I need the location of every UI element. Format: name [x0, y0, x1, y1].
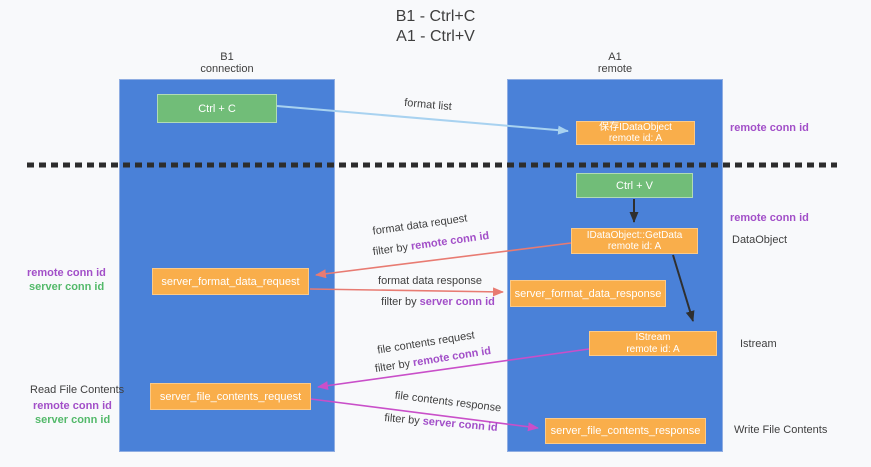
save-dataobject-node: 保存IDataObject remote id: A — [576, 121, 695, 145]
format-data-response-label: format data response — [378, 275, 482, 287]
format-data-response-arrow — [309, 287, 504, 297]
save-dataobject-line2: remote id: A — [608, 133, 663, 144]
server-format-data-response-label: server_format_data_response — [514, 287, 662, 300]
b1-column-name: B1 — [220, 51, 234, 63]
left-server-conn-id-mid: server conn id — [29, 281, 105, 293]
ctrl-v-label: Ctrl + V — [616, 179, 653, 192]
remote-conn-id-key: remote conn id — [410, 229, 490, 253]
ctrl-c-label: Ctrl + C — [198, 102, 236, 115]
right-write-file-contents-label: Write File Contents — [734, 424, 828, 436]
a1-column-subtitle: remote — [597, 63, 633, 75]
server-file-contents-response-label: server_file_contents_response — [550, 425, 701, 437]
format-data-response-filter-label: filter by server conn id — [358, 296, 518, 308]
server-conn-id-key: server conn id — [419, 296, 495, 308]
getdata-node: IDataObject::GetData remote id: A — [571, 228, 698, 254]
server-conn-id-key: server conn id — [422, 415, 499, 434]
server-file-contents-response-node: server_file_contents_response — [545, 418, 706, 444]
server-file-contents-request-label: server_file_contents_request — [159, 390, 302, 403]
server-format-data-response-node: server_format_data_response — [510, 280, 666, 307]
filter-by-text: filter by — [372, 240, 412, 259]
right-istream-label: Istream — [740, 338, 777, 350]
filter-by-text: filter by — [374, 357, 415, 376]
title-line-1: B1 - Ctrl+C — [395, 8, 476, 25]
right-remote-conn-id-top: remote conn id — [730, 122, 809, 134]
a1-column-name: A1 — [608, 51, 622, 63]
left-remote-conn-id-low: remote conn id — [33, 400, 112, 412]
save-dataobject-line1: 保存IDataObject — [599, 121, 672, 133]
istream-node: IStream remote id: A — [589, 331, 717, 356]
left-remote-conn-id-mid: remote conn id — [27, 267, 106, 279]
page-title: B1 - Ctrl+C A1 - Ctrl+V — [0, 7, 871, 47]
right-remote-conn-id-mid: remote conn id — [730, 212, 809, 224]
left-server-conn-id-low: server conn id — [35, 414, 111, 426]
server-format-data-request-label: server_format_data_request — [161, 275, 300, 288]
a1-column-header: A1 remote — [507, 51, 723, 75]
b1-column-subtitle: connection — [200, 63, 254, 75]
title-line-2: A1 - Ctrl+V — [396, 28, 475, 45]
getdata-line1: IDataObject::GetData — [586, 229, 683, 241]
filter-by-text: filter by — [381, 296, 420, 308]
b1-column-header: B1 connection — [119, 51, 335, 75]
filter-by-text: filter by — [383, 412, 424, 428]
format-list-label: format list — [403, 96, 453, 114]
server-format-data-request-node: server_format_data_request — [152, 268, 309, 295]
getdata-line2: remote id: A — [607, 241, 662, 252]
server-file-contents-request-node: server_file_contents_request — [150, 383, 311, 410]
istream-line1: IStream — [635, 332, 671, 343]
left-read-file-contents-label: Read File Contents — [30, 384, 125, 396]
istream-line2: remote id: A — [626, 343, 680, 355]
right-dataobject-label: DataObject — [732, 234, 788, 246]
ctrl-v-node: Ctrl + V — [576, 173, 693, 198]
ctrl-c-node: Ctrl + C — [157, 94, 277, 123]
